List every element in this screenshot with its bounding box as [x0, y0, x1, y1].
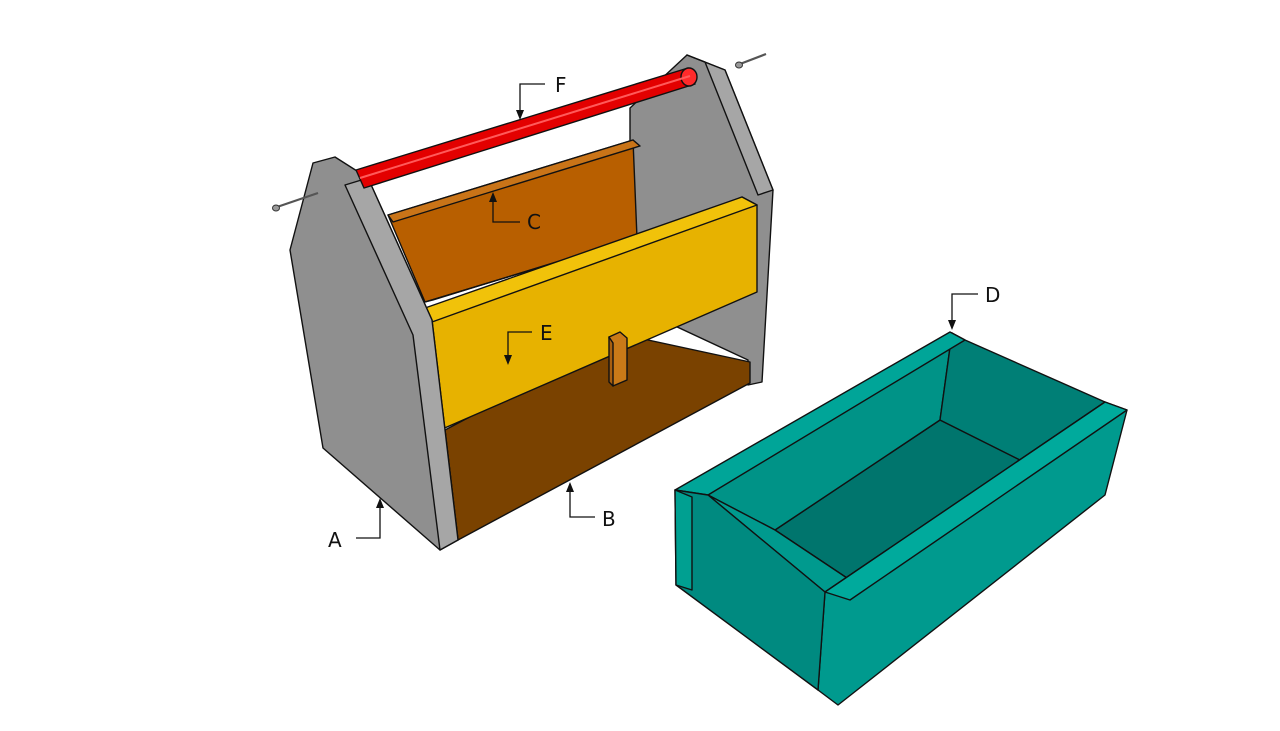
label-d: D	[985, 283, 1000, 307]
tray-left-end-edge	[674, 489, 693, 591]
nail-left	[272, 191, 319, 212]
right-side-panel-bevel	[686, 54, 774, 196]
arrow-a	[376, 498, 384, 508]
label-c-group: C	[489, 192, 541, 234]
toolbox-assembly	[272, 52, 774, 551]
arrow-b	[566, 482, 574, 492]
label-b: B	[602, 507, 616, 531]
label-a-group: A	[328, 498, 384, 552]
back-panel-top-edge	[387, 139, 641, 223]
arrow-c	[489, 192, 497, 202]
label-d-group: D	[948, 283, 1000, 330]
leader-e	[507, 331, 532, 360]
label-f: F	[555, 73, 567, 97]
label-f-group: F	[516, 73, 567, 120]
arrow-f	[516, 110, 524, 120]
label-e-group: E	[504, 321, 553, 365]
label-b-group: B	[566, 482, 616, 531]
divider-support	[608, 331, 628, 387]
handle-dowel-f	[355, 67, 698, 189]
tray-d	[674, 331, 1128, 706]
arrow-d	[948, 320, 956, 330]
leader-a	[356, 505, 381, 539]
arrow-e	[504, 355, 512, 365]
divider-support-side	[608, 336, 614, 387]
leader-d	[951, 293, 978, 324]
label-a: A	[328, 528, 342, 552]
leader-c	[492, 198, 520, 223]
handle-highlight	[359, 75, 691, 179]
leader-b	[569, 488, 595, 518]
leader-f	[519, 83, 545, 116]
tray-near-long-wall-top	[824, 401, 1128, 601]
label-e: E	[540, 321, 553, 345]
label-c: C	[527, 210, 541, 234]
nail-right	[735, 52, 767, 69]
